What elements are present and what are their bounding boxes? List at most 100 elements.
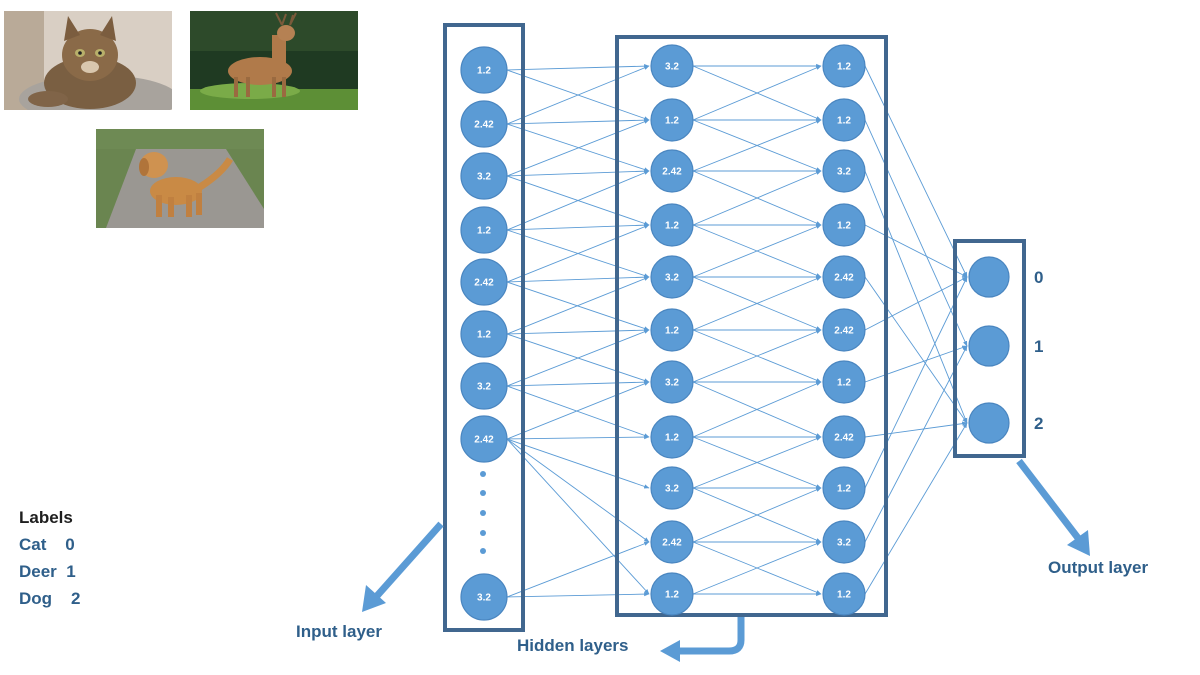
hidden1-node-value: 3.2 xyxy=(665,273,679,284)
hidden1-node xyxy=(650,44,694,88)
input-node xyxy=(460,206,508,254)
input-node xyxy=(460,573,508,621)
edge-h1-h2 xyxy=(692,329,822,383)
label-row-cat: Cat 0 xyxy=(19,535,75,554)
hidden1-node xyxy=(650,572,694,616)
edge-in-h1 xyxy=(506,170,650,231)
output-layer-box xyxy=(953,239,1026,458)
ellipsis-dot xyxy=(480,530,486,536)
edge-h1-h2 xyxy=(692,170,822,226)
hidden1-node-value: 3.2 xyxy=(665,484,679,495)
hidden2-node xyxy=(822,520,866,564)
edge-in-h1 xyxy=(506,119,650,177)
hidden2-node-value: 2.42 xyxy=(834,433,854,444)
edge-h1-h2 xyxy=(692,224,822,278)
output-label-0: 0 xyxy=(1034,268,1043,287)
input-node-value: 1.2 xyxy=(477,66,491,77)
hidden2-node xyxy=(822,98,866,142)
input-node xyxy=(460,258,508,306)
edge-in-h1 xyxy=(506,224,650,283)
output-node xyxy=(968,256,1010,298)
hidden2-node-value: 1.2 xyxy=(837,378,851,389)
label-row-dog: Dog 2 xyxy=(19,589,81,608)
output-layer-label: Output layer xyxy=(1048,558,1149,577)
edge-in-h1 xyxy=(506,381,650,440)
input-layer-arrowhead xyxy=(362,585,386,612)
edge-h1-h2 xyxy=(692,119,822,172)
edge-h2-out xyxy=(864,170,968,424)
hidden1-node-value: 1.2 xyxy=(665,221,679,232)
edge-h1-h2 xyxy=(692,541,822,595)
input-node xyxy=(460,415,508,463)
hidden1-node xyxy=(650,360,694,404)
edge-in-h1 xyxy=(506,541,650,598)
hidden2-node-value: 2.42 xyxy=(834,326,854,337)
edge-h2-out xyxy=(864,119,968,347)
edge-h2-out xyxy=(864,65,968,278)
hidden1-node xyxy=(650,520,694,564)
edge-in-h1 xyxy=(506,385,650,438)
input-node-value: 2.42 xyxy=(474,120,494,131)
label-row-deer: Deer 1 xyxy=(19,562,76,581)
edge-h2-out xyxy=(864,345,968,383)
input-node xyxy=(460,362,508,410)
edge-in-h1 xyxy=(506,438,650,595)
input-layer-label: Input layer xyxy=(296,622,382,641)
hidden2-node xyxy=(822,308,866,352)
edge-in-h1 xyxy=(506,591,650,598)
output-layer-arrowhead xyxy=(1067,530,1090,556)
input-node xyxy=(460,310,508,358)
hidden-layers-box xyxy=(615,35,888,617)
edge-in-h1 xyxy=(506,117,650,125)
hidden2-node-value: 1.2 xyxy=(837,484,851,495)
edge-h1-h2 xyxy=(692,487,822,543)
ellipsis-dot xyxy=(480,490,486,496)
hidden2-node-value: 1.2 xyxy=(837,62,851,73)
input-node-value: 3.2 xyxy=(477,172,491,183)
hidden1-node-value: 2.42 xyxy=(662,538,682,549)
output-node xyxy=(968,325,1010,367)
hidden2-node-value: 3.2 xyxy=(837,538,851,549)
output-label-1: 1 xyxy=(1034,337,1043,356)
edge-h2-out xyxy=(864,276,968,331)
hidden2-node xyxy=(822,360,866,404)
hidden2-node-value: 1.2 xyxy=(837,590,851,601)
edge-h1-h2 xyxy=(692,276,822,331)
edge-h1-h2 xyxy=(692,381,822,438)
hidden1-node xyxy=(650,98,694,142)
hidden1-node-value: 3.2 xyxy=(665,378,679,389)
edge-h2-out xyxy=(864,345,968,543)
hidden2-node xyxy=(822,44,866,88)
hidden-layers-label: Hidden layers xyxy=(517,636,629,655)
edge-h1-h2 xyxy=(692,436,822,489)
input-node-value: 1.2 xyxy=(477,330,491,341)
hidden1-node-value: 3.2 xyxy=(665,62,679,73)
edge-h2-out xyxy=(864,421,968,438)
ellipsis-dot xyxy=(480,548,486,554)
input-node-value: 3.2 xyxy=(477,593,491,604)
hidden2-node xyxy=(822,466,866,510)
hidden2-node xyxy=(822,572,866,616)
edge-in-h1 xyxy=(506,275,650,283)
edge-in-h1 xyxy=(506,438,650,489)
hidden1-node-value: 1.2 xyxy=(665,116,679,127)
hidden1-node-value: 1.2 xyxy=(665,590,679,601)
hidden1-node xyxy=(650,466,694,510)
edge-h2-out xyxy=(864,276,968,424)
hidden2-node-value: 3.2 xyxy=(837,167,851,178)
edge-in-h1 xyxy=(506,329,650,387)
hidden1-node xyxy=(650,308,694,352)
input-node-value: 3.2 xyxy=(477,382,491,393)
hidden2-node xyxy=(822,415,866,459)
hidden1-node xyxy=(650,149,694,193)
edge-in-h1 xyxy=(506,438,650,543)
ellipsis-dot xyxy=(480,510,486,516)
edge-in-h1 xyxy=(506,379,650,387)
edge-in-h1 xyxy=(506,276,650,335)
hidden-layers-arrowhead xyxy=(660,640,680,662)
hidden-layers-arrow xyxy=(680,617,745,655)
input-node-value: 2.42 xyxy=(474,435,494,446)
hidden2-node xyxy=(822,203,866,247)
